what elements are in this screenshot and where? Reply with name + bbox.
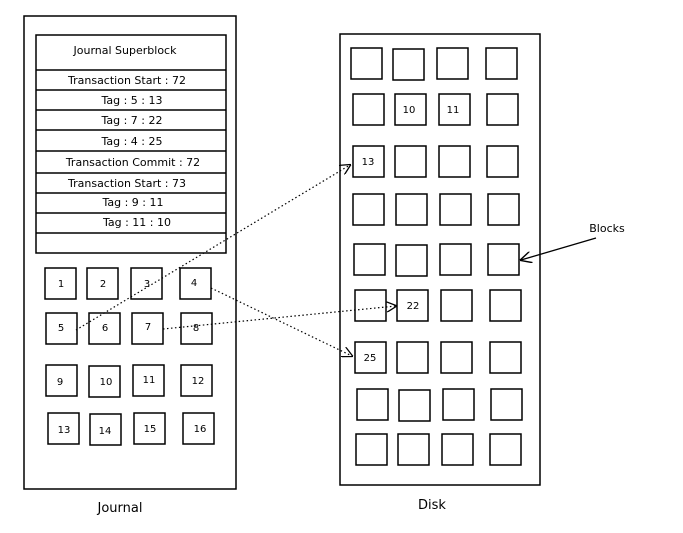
journal-block-label: 1 [58,279,64,290]
journal-block [180,364,213,397]
journal-entry: Transaction Commit : 72 [65,156,200,169]
disk-block [396,341,429,374]
journal-block [45,312,78,345]
journal-block [89,413,122,446]
disk-block [489,341,522,374]
disk-panel [339,33,541,486]
journal-entry: Tag : 5 : 13 [100,94,162,107]
disk-block-label: 25 [364,353,377,364]
journal-block-label: 16 [194,424,207,435]
disk-block-13 [352,145,385,178]
journal-block [130,267,163,300]
journal-label: Journal [97,501,143,516]
journal-block-label: 2 [100,279,106,290]
disk-block [442,388,475,421]
journal-block-label: 8 [193,323,199,334]
mapping-arrows [75,165,396,356]
disk-block-label: 22 [407,301,420,312]
disk-block [440,341,473,374]
disk-block [439,243,472,276]
disk-block [490,388,523,421]
journal-superblock-label: Journal Superblock [73,44,178,57]
disk-block [441,433,474,466]
disk-block [439,193,472,226]
journal-block [133,412,166,445]
disk-block [355,433,388,466]
journal-block-label: 6 [102,323,108,334]
disk-block [353,243,386,276]
disk-block [398,389,431,422]
disk-block [489,433,522,466]
journal-block-label: 9 [57,377,63,388]
mapping-arrow-7-to-22 [162,306,396,330]
journal-block [132,364,165,397]
disk-block [397,433,430,466]
journal-block [88,365,121,398]
disk-block [352,93,385,126]
journal-block [182,412,215,445]
disk-block [356,388,389,421]
journal-block-label: 3 [144,279,150,290]
disk-block [489,289,522,322]
disk-block-25 [354,341,387,374]
journal-entry: Transaction Start : 72 [67,74,186,87]
disk-block [440,289,473,322]
disk-block-label: 11 [447,105,460,116]
journal-block-label: 12 [192,376,205,387]
journal-entry: Tag : 7 : 22 [100,114,162,127]
disk-block [352,193,385,226]
disk-block [486,93,519,126]
disk-block-highlighted [487,243,520,276]
disk-block-label: 10 [403,105,416,116]
disk-block [392,48,425,81]
journal-block [45,364,78,397]
disk-block [436,47,469,80]
journal-entry: Tag : 4 : 25 [100,135,162,148]
journal-block-label: 10 [100,377,113,388]
disk-label: Disk [418,498,446,513]
journal-block-label: 7 [145,322,151,333]
mapping-arrow-4-to-25 [210,287,352,356]
disk-block [438,145,471,178]
disk-block [394,145,427,178]
disk-block [395,244,428,277]
journal-block [47,412,80,445]
journal-panel [23,15,237,490]
journal-entry: Transaction Start : 73 [67,177,186,190]
journal-block-label: 13 [58,425,71,436]
journal-entry: Tag : 11 : 10 [102,216,171,229]
journal-block [179,267,212,300]
journal-block [86,267,119,300]
blocks-callout-label: Blocks [589,222,625,235]
journal-block-label: 11 [143,375,156,386]
disk-block [354,289,387,322]
journal-block-label: 4 [191,278,197,289]
journal-entry: Tag : 9 : 11 [101,196,163,209]
disk-block-10 [394,93,427,126]
disk-block-label: 13 [362,157,375,168]
disk-block [350,47,383,80]
journal-log-table: Journal Superblock Transaction Start : 7… [35,34,227,254]
disk-block [485,47,518,80]
journal-block-grid: 1 2 3 4 5 6 7 8 9 10 11 12 13 14 15 16 [44,267,215,446]
journal-block [44,267,77,300]
journal-block-label: 14 [99,426,112,437]
mapping-arrow-5-to-13 [75,165,350,331]
journal-block [180,312,213,345]
journal-block-label: 5 [58,323,64,334]
disk-block-grid: 10 11 13 22 25 [350,47,523,466]
journal-block-label: 15 [144,424,157,435]
disk-block [486,145,519,178]
blocks-callout-arrow [521,237,597,260]
disk-block [395,193,428,226]
disk-block [487,193,520,226]
disk-block-11 [438,93,471,126]
